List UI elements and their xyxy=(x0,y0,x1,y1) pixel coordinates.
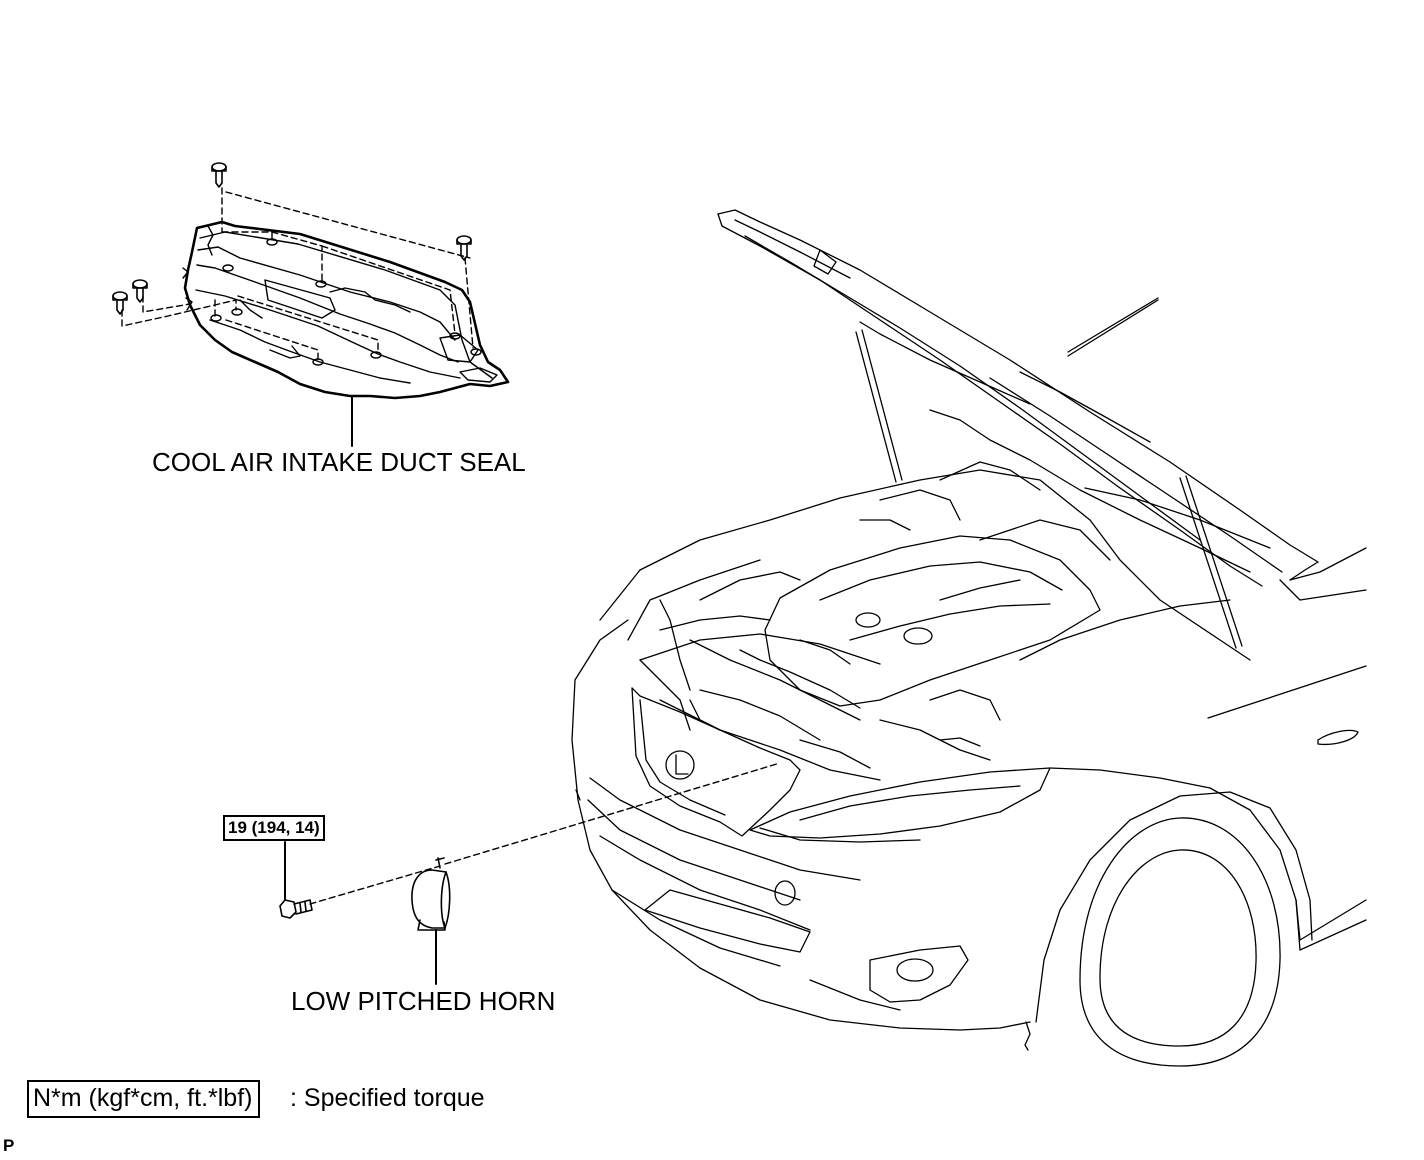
vehicle-front-illustration xyxy=(571,209,1367,1067)
cool-air-intake-duct-seal-label: COOL AIR INTAKE DUCT SEAL xyxy=(152,447,526,477)
seal-clip-lines xyxy=(121,187,474,361)
torque-spec-box: 19 (194, 14) xyxy=(223,815,325,841)
bolt-icon xyxy=(279,841,313,919)
figure-code: P xyxy=(3,1136,15,1155)
horn-icon xyxy=(411,857,451,985)
horn-assembly-line xyxy=(309,762,781,905)
cool-air-intake-duct-seal xyxy=(182,220,510,447)
legend-description: : Specified torque xyxy=(290,1084,485,1112)
clip-icon xyxy=(112,162,472,315)
legend-unit-box: N*m (kgf*cm, ft.*lbf) xyxy=(27,1080,261,1118)
low-pitched-horn-label: LOW PITCHED HORN xyxy=(291,986,556,1016)
